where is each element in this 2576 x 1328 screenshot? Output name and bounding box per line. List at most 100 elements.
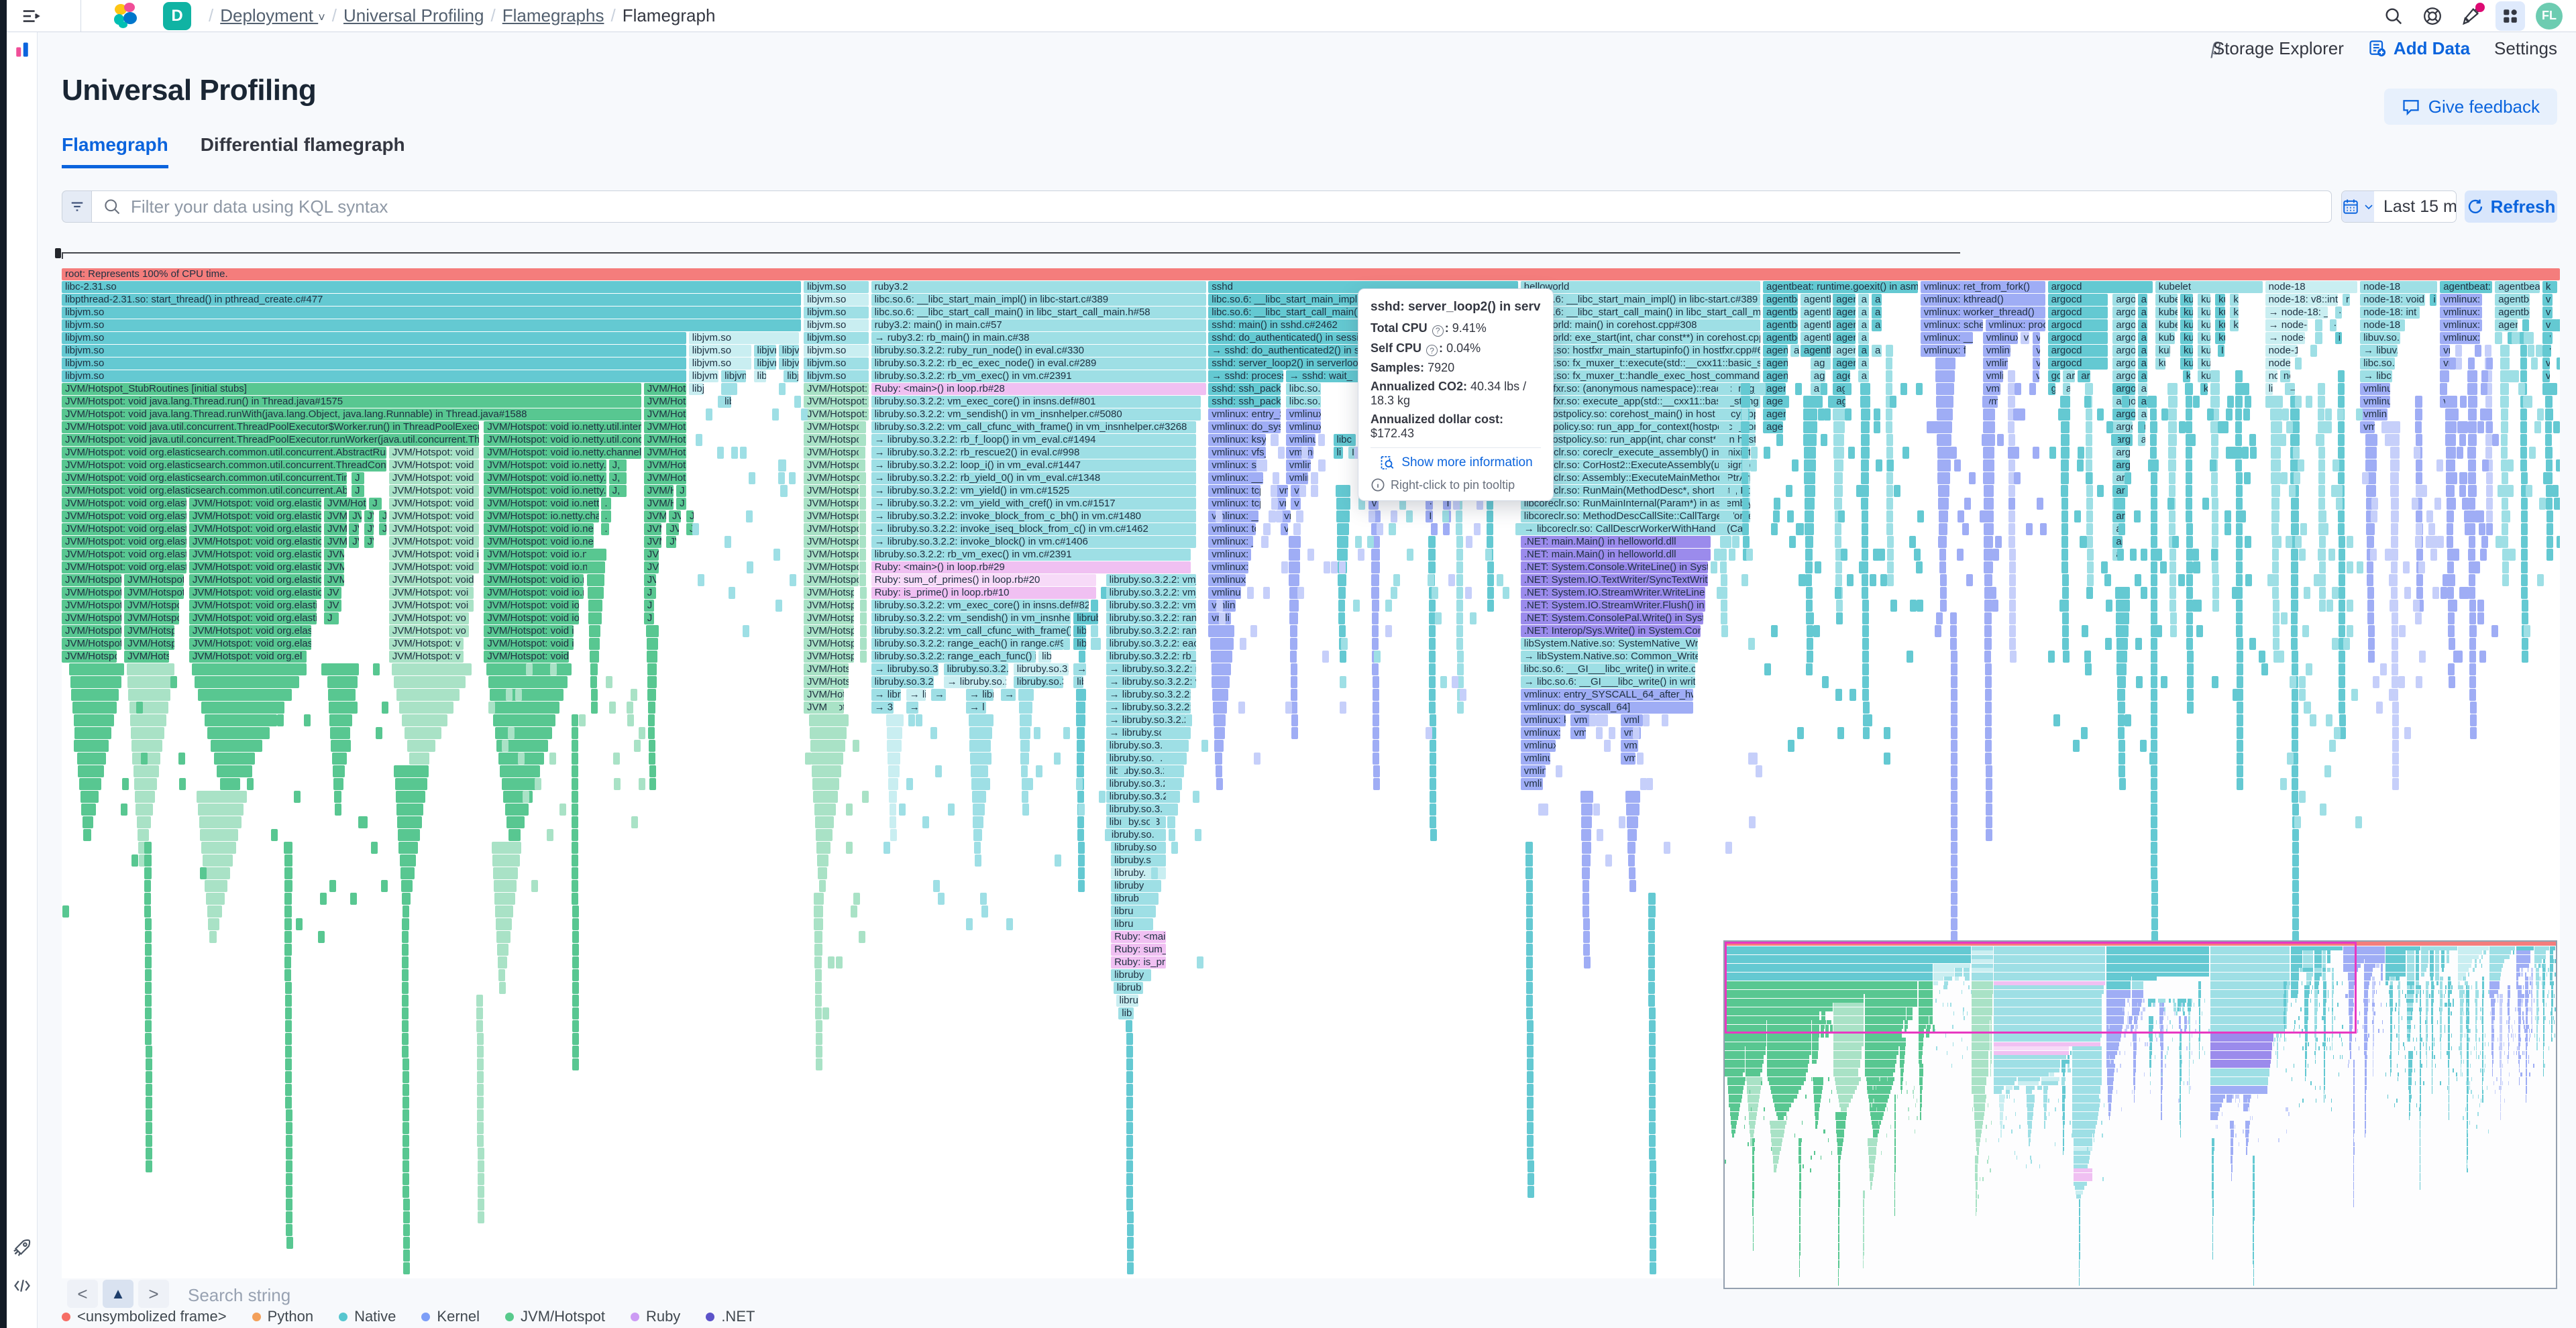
flame-frame[interactable]: [2326, 600, 2333, 612]
flame-frame[interactable]: [1527, 1084, 1534, 1096]
flame-frame[interactable]: [2292, 918, 2300, 930]
flame-frame[interactable]: ku: [2215, 307, 2225, 319]
flame-frame[interactable]: [2151, 676, 2157, 688]
flame-frame[interactable]: [1984, 600, 1992, 612]
flame-frame[interactable]: [402, 1097, 409, 1109]
flame-frame[interactable]: [633, 740, 641, 752]
flame-frame[interactable]: [2469, 714, 2477, 726]
flame-frame[interactable]: ·: [1426, 498, 1434, 510]
flame-frame[interactable]: [2008, 485, 2015, 497]
flame-frame[interactable]: → libruby.so.3.2.2: vm_yield() in vm.c#1…: [871, 485, 1196, 497]
flame-frame[interactable]: [2019, 408, 2025, 421]
flame-frame[interactable]: [814, 905, 824, 918]
flame-frame[interactable]: [647, 702, 655, 714]
flame-frame[interactable]: [815, 714, 822, 726]
flame-frame[interactable]: [572, 931, 579, 943]
flame-frame[interactable]: [2086, 459, 2093, 472]
flame-frame[interactable]: [72, 702, 117, 714]
flame-frame[interactable]: [889, 804, 896, 816]
flame-frame[interactable]: → l: [966, 702, 986, 714]
flame-frame[interactable]: [2520, 472, 2528, 484]
flame-frame[interactable]: [1833, 472, 1843, 484]
flame-frame[interactable]: [391, 663, 472, 675]
flame-frame[interactable]: [1986, 829, 1993, 841]
flame-frame[interactable]: [2501, 485, 2508, 497]
flame-frame[interactable]: [1732, 421, 1739, 433]
flame-frame[interactable]: [80, 791, 99, 803]
flame-frame[interactable]: [2372, 676, 2379, 688]
flame-frame[interactable]: [859, 536, 867, 548]
flame-frame[interactable]: [284, 995, 292, 1007]
flame-frame[interactable]: [2151, 714, 2158, 726]
flame-frame[interactable]: [1862, 472, 1869, 484]
flame-frame[interactable]: libjv: [784, 370, 799, 382]
flame-frame[interactable]: libruby.so.3.2.2: range_each() in range.…: [871, 638, 1064, 650]
flame-frame[interactable]: [2277, 651, 2284, 663]
flame-frame[interactable]: [2139, 740, 2147, 752]
flame-frame[interactable]: [144, 918, 152, 930]
flame-frame[interactable]: [2292, 867, 2299, 879]
flame-frame[interactable]: [2236, 561, 2243, 573]
flame-frame[interactable]: [1719, 447, 1729, 459]
flame-frame[interactable]: JVM/Hotspot:: [804, 638, 854, 650]
flame-frame[interactable]: [1966, 574, 1974, 586]
flame-frame[interactable]: [1428, 536, 1436, 548]
ruler-handle[interactable]: [55, 248, 61, 258]
flame-frame[interactable]: [1372, 663, 1379, 675]
flame-frame[interactable]: libc.so.6: __libc_start_main_impl() in l…: [1520, 294, 1761, 306]
flame-frame[interactable]: → libruby.so.3.2.2: rb: [1106, 702, 1191, 714]
flame-frame[interactable]: [915, 714, 922, 726]
flame-frame[interactable]: [394, 676, 466, 688]
flame-frame[interactable]: [1034, 727, 1041, 739]
flame-frame[interactable]: [2332, 459, 2339, 472]
flame-frame[interactable]: [2334, 727, 2341, 739]
flame-frame[interactable]: [2520, 345, 2528, 357]
flame-frame[interactable]: [1091, 625, 1099, 637]
flame-frame[interactable]: [69, 663, 125, 675]
flame-frame[interactable]: [1873, 408, 1880, 421]
flame-frame[interactable]: vmlinux: __ip_qu: [1208, 549, 1251, 561]
flame-frame[interactable]: [1371, 612, 1379, 624]
flame-frame[interactable]: [1951, 918, 1958, 930]
flame-frame[interactable]: JVM/Hotspot: [643, 485, 674, 497]
flame-frame[interactable]: [2338, 510, 2345, 522]
flame-frame[interactable]: [1984, 689, 1992, 701]
flame-frame[interactable]: [2061, 510, 2068, 522]
flame-frame[interactable]: [2061, 485, 2069, 497]
flame-frame[interactable]: [1429, 689, 1436, 701]
flame-frame[interactable]: [144, 854, 152, 867]
flame-frame[interactable]: JVM/Hotspot: void: [388, 561, 479, 573]
flame-frame[interactable]: vm: [1570, 727, 1586, 739]
flame-frame[interactable]: [2440, 383, 2447, 395]
flame-frame[interactable]: [559, 804, 566, 816]
flame-frame[interactable]: [1720, 561, 1727, 573]
flame-frame[interactable]: [85, 689, 92, 701]
flame-frame[interactable]: vm: [2360, 421, 2375, 433]
flame-frame[interactable]: [586, 549, 606, 561]
flame-frame[interactable]: [2206, 408, 2214, 421]
flame-frame[interactable]: [1865, 714, 1872, 726]
flame-frame[interactable]: [395, 791, 425, 803]
flame-frame[interactable]: [409, 753, 430, 765]
flame-frame[interactable]: [83, 829, 91, 841]
flame-frame[interactable]: [2391, 625, 2398, 637]
flame-frame[interactable]: [1719, 459, 1729, 472]
flame-frame[interactable]: [1719, 472, 1728, 484]
flame-frame[interactable]: [1428, 612, 1436, 624]
flame-frame[interactable]: agentbeat: [1763, 332, 1799, 344]
flame-frame[interactable]: [1215, 765, 1222, 777]
flame-frame[interactable]: ku: [2198, 294, 2210, 306]
flame-frame[interactable]: → node-18: v8: [2265, 332, 2306, 344]
flame-frame[interactable]: [724, 536, 731, 548]
flame-frame[interactable]: [2009, 638, 2017, 650]
flame-frame[interactable]: [2236, 676, 2243, 688]
flame-frame[interactable]: [1740, 396, 1750, 408]
flame-frame[interactable]: JVM/Hotspot: vo: [804, 421, 864, 433]
flame-frame[interactable]: [1465, 536, 1472, 548]
flame-frame[interactable]: [2211, 523, 2218, 535]
flame-frame[interactable]: [1582, 918, 1590, 930]
flame-frame[interactable]: [2525, 396, 2532, 408]
flame-frame[interactable]: node-18: Env(: [2265, 345, 2298, 357]
flame-frame[interactable]: [507, 727, 515, 739]
